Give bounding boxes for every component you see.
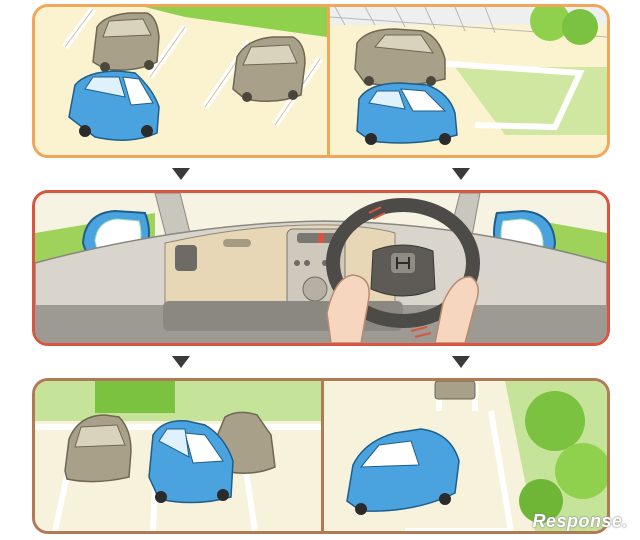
bottom-scene [35,381,607,531]
blue-car [148,420,234,504]
watermark-logo: Response. [532,511,628,531]
grass-patch [455,67,607,135]
cockpit-scene [35,193,607,343]
panel-parking-result [32,378,610,534]
tree [525,391,585,451]
down-arrow-icon [452,168,470,180]
parked-car-gray [354,28,446,86]
motion-lines [368,206,432,338]
parked-car-gray [64,414,132,483]
down-arrow-icon [172,356,190,368]
panel-parking-lot-start [32,4,610,158]
steering-wheel [326,198,480,328]
right-hand [434,276,479,343]
down-arrow-icon [452,356,470,368]
top-scene [35,7,607,155]
blue-car [356,82,458,145]
grass-strip [145,7,327,37]
grass-block [95,381,175,413]
down-arrow-icon [172,168,190,180]
hazard-button [318,233,324,243]
parked-car-gray [434,381,476,400]
blue-car [346,428,460,515]
air-vent [175,245,197,271]
left-hand [326,274,370,343]
parked-car-gray [92,12,160,72]
dial-icon [302,276,328,302]
tree [530,7,570,41]
panel-steering-wheel [32,190,610,346]
blue-car [68,70,160,141]
parked-car-gray [232,36,306,102]
